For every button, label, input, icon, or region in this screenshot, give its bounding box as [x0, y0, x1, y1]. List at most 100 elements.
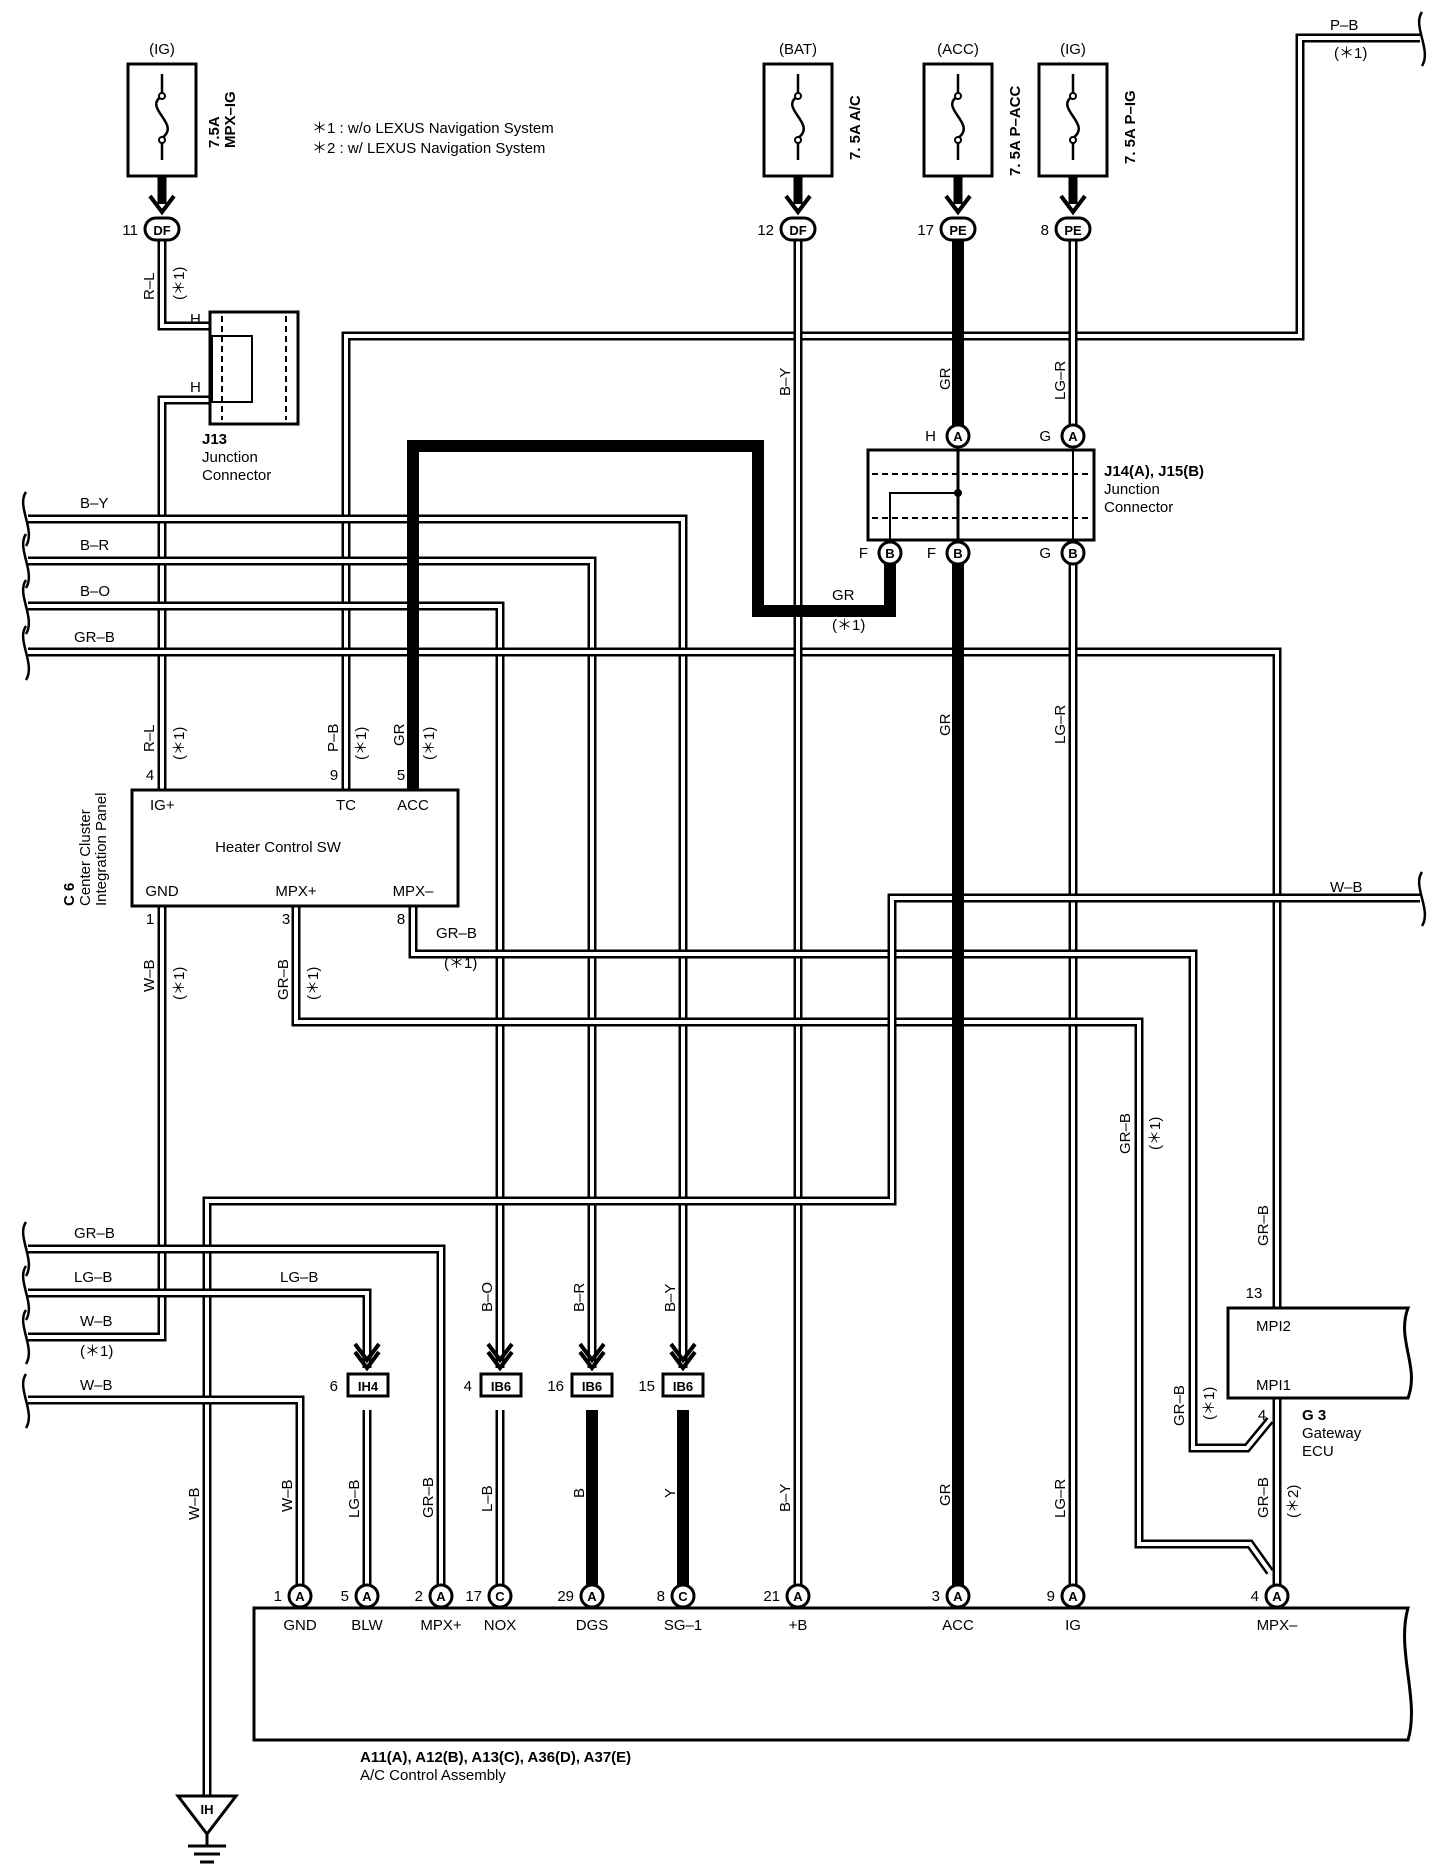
svg-text:IG: IG: [1065, 1617, 1081, 1634]
svg-text:LG–B: LG–B: [74, 1269, 112, 1286]
j13-name-1: Junction: [202, 449, 258, 466]
svg-text:IH4: IH4: [358, 1379, 379, 1394]
fuse-name: MPX–IG: [222, 91, 239, 148]
fuse-source-label: (IG): [149, 41, 175, 58]
svg-text:W–B: W–B: [1330, 879, 1363, 896]
svg-text:1: 1: [274, 1588, 282, 1605]
fuse-p-ig: (IG) 7. 5A P–IG: [1037, 41, 1139, 178]
svg-text:B–Y: B–Y: [662, 1284, 679, 1312]
svg-text:A: A: [362, 1589, 372, 1604]
svg-text:GR–B: GR–B: [420, 1477, 437, 1518]
svg-text:B: B: [953, 546, 962, 561]
svg-text:TC: TC: [336, 797, 356, 814]
fuse-mpx-ig: (IG) 7.5A MPX–IG: [126, 41, 239, 178]
svg-text:G: G: [1039, 545, 1051, 562]
svg-text:1: 1: [146, 911, 154, 928]
svg-text:MPI1: MPI1: [1256, 1377, 1291, 1394]
j13-pin-h-top: H: [190, 311, 201, 328]
svg-text:C: C: [678, 1589, 688, 1604]
svg-text:GR: GR: [937, 713, 954, 736]
svg-text:G: G: [1039, 428, 1051, 445]
ac-pin-dgs: A 29 DGS: [557, 1583, 608, 1634]
svg-text:(＊1): (＊1): [171, 267, 188, 300]
svg-text:F: F: [927, 545, 936, 562]
svg-text:(BAT): (BAT): [779, 41, 817, 58]
ac-pin-blw: A 5 BLW: [341, 1583, 384, 1634]
note-1: ＊1 : w/o LEXUS Navigation System: [312, 120, 554, 137]
ac-pins: A 1 GND A 5 BLW A 2 MPX+ C 17 NOX A 29 D…: [274, 1583, 1298, 1634]
svg-text:ACC: ACC: [397, 797, 429, 814]
svg-text:3: 3: [282, 911, 290, 928]
svg-text:(＊1): (＊1): [444, 955, 477, 972]
svg-text:A: A: [295, 1589, 305, 1604]
ac-pin-acc: A 3 ACC: [932, 1583, 974, 1634]
svg-text:(IG): (IG): [1060, 41, 1086, 58]
svg-text:LG–R: LG–R: [1052, 1479, 1069, 1518]
svg-text:ACC: ACC: [942, 1617, 974, 1634]
fuse-a-c: (BAT) 7. 5A A/C: [762, 41, 864, 178]
svg-text:B–Y: B–Y: [80, 495, 108, 512]
svg-text:C 6: C 6: [61, 883, 78, 906]
svg-text:P–B: P–B: [1330, 17, 1358, 34]
heater-title: Heater Control SW: [215, 839, 342, 856]
wire-break-marks: [21, 11, 1427, 1429]
wires-double: [28, 33, 1420, 1796]
svg-text:GR–B: GR–B: [74, 629, 115, 646]
svg-text:13: 13: [1246, 1285, 1263, 1302]
svg-text:B–R: B–R: [571, 1283, 588, 1312]
svg-text:4: 4: [1251, 1588, 1259, 1605]
svg-text:GR–B: GR–B: [275, 959, 292, 1000]
svg-text:Connector: Connector: [1104, 499, 1173, 516]
svg-text:4: 4: [1258, 1407, 1266, 1424]
svg-text:Center Cluster: Center Cluster: [77, 809, 94, 906]
svg-text:(＊1): (＊1): [1334, 45, 1367, 62]
svg-text:B–O: B–O: [80, 583, 110, 600]
ac-pin-gnd: A 1 GND: [274, 1583, 317, 1634]
gateway-ecu: MPI2 MPI1 13 4 G 3 Gateway ECU: [1226, 1285, 1413, 1460]
svg-text:ECU: ECU: [1302, 1443, 1334, 1460]
svg-text:7. 5A P–ACC: 7. 5A P–ACC: [1007, 86, 1024, 176]
svg-text:W–B: W–B: [80, 1313, 113, 1330]
svg-text:A: A: [436, 1589, 446, 1604]
svg-text:4: 4: [146, 767, 154, 784]
svg-text:B: B: [885, 546, 894, 561]
svg-text:17: 17: [465, 1588, 482, 1605]
j13-pin-h-bottom: H: [190, 379, 201, 396]
svg-text:GND: GND: [283, 1617, 317, 1634]
ac-id: A11(A), A12(B), A13(C), A36(D), A37(E): [360, 1749, 631, 1766]
svg-text:8: 8: [657, 1588, 665, 1605]
ac-pin-sg1: C 8 SG–1: [657, 1583, 702, 1634]
svg-text:A: A: [1068, 1589, 1078, 1604]
svg-text:W–B: W–B: [141, 959, 158, 992]
wires-thick: [407, 240, 964, 1596]
notes: ＊1 : w/o LEXUS Navigation System ＊2 : w/…: [312, 120, 554, 157]
svg-text:(＊1): (＊1): [353, 727, 370, 760]
note-2: ＊2 : w/ LEXUS Navigation System: [312, 140, 545, 157]
svg-text:MPX–: MPX–: [393, 883, 435, 900]
svg-text:W–B: W–B: [80, 1377, 113, 1394]
svg-text:(ACC): (ACC): [937, 41, 979, 58]
svg-text:W–B: W–B: [186, 1487, 203, 1520]
svg-text:(＊1): (＊1): [832, 617, 865, 634]
svg-text:7. 5A P–IG: 7. 5A P–IG: [1122, 90, 1139, 164]
svg-text:A: A: [587, 1589, 597, 1604]
svg-text:16: 16: [547, 1378, 564, 1395]
svg-text:(＊2): (＊2): [1285, 1485, 1302, 1518]
svg-text:B–Y: B–Y: [777, 1484, 794, 1512]
svg-text:(＊1): (＊1): [171, 727, 188, 760]
pin-11-label: 11: [122, 222, 138, 239]
ac-control-assembly: A11(A), A12(B), A13(C), A36(D), A37(E) A…: [252, 1606, 1413, 1784]
svg-text:GR–B: GR–B: [1255, 1205, 1272, 1246]
svg-text:DF: DF: [789, 223, 806, 238]
svg-text:L–B: L–B: [479, 1485, 496, 1512]
fuse-connectors: DF 11 DF 12 PE 17 PE 8: [122, 176, 1092, 242]
svg-text:4: 4: [464, 1378, 472, 1395]
svg-text:8: 8: [1041, 222, 1049, 239]
j14-id: J14(A), J15(B): [1104, 463, 1204, 480]
ac-pin-nox: C 17 NOX: [465, 1583, 516, 1634]
svg-text:15: 15: [638, 1378, 655, 1395]
svg-text:9: 9: [330, 767, 338, 784]
svg-text:MPX+: MPX+: [275, 883, 317, 900]
svg-text:IB6: IB6: [491, 1379, 511, 1394]
